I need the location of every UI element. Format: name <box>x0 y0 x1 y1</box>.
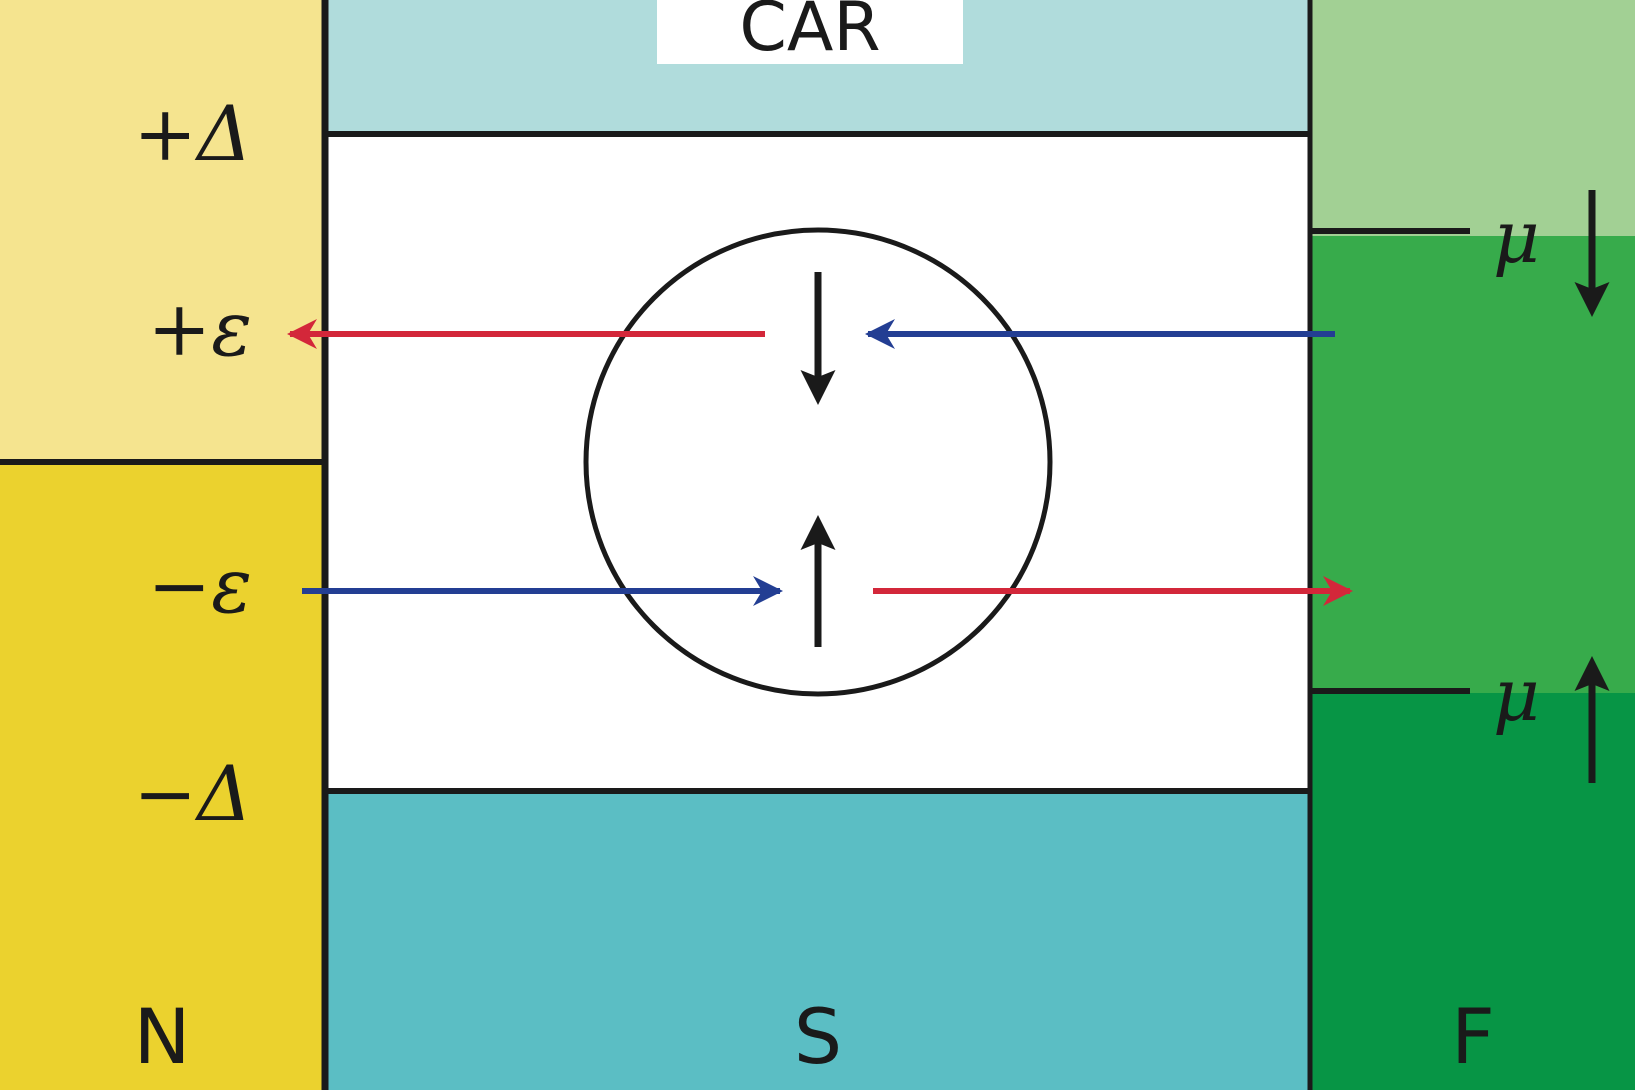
label-plus-delta: +Δ <box>133 89 252 178</box>
label-region-n: N <box>134 992 191 1081</box>
superconductor-gap <box>325 134 1310 791</box>
ferromagnet-middle <box>1310 236 1635 693</box>
superconductor-lower-band <box>325 791 1310 1090</box>
label-region-f: F <box>1451 992 1495 1081</box>
car-title: CAR <box>739 0 880 67</box>
cooper-pair-circle <box>583 227 1053 697</box>
label-mu-down: μ <box>1493 195 1540 279</box>
normal-region-lower <box>0 462 325 1090</box>
ferromagnet-lower <box>1310 693 1635 1090</box>
label-region-s: S <box>794 992 842 1081</box>
normal-region-upper <box>0 0 325 462</box>
label-mu-up: μ <box>1493 653 1540 737</box>
label-plus-epsilon: +ε <box>148 284 252 373</box>
ferromagnet-upper <box>1310 0 1635 236</box>
label-minus-delta: −Δ <box>133 749 252 838</box>
label-minus-epsilon: −ε <box>148 541 252 630</box>
car-title-box <box>657 0 963 64</box>
